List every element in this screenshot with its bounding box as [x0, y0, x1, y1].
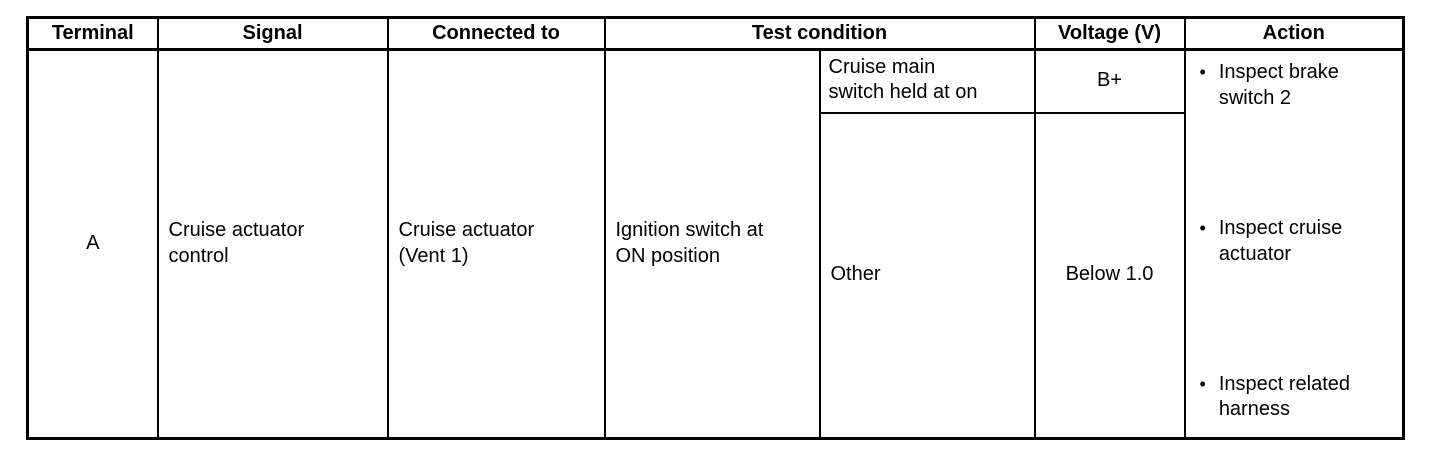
action-cell: • Inspect brake switch 2 • Inspect cruis…	[1183, 48, 1405, 440]
action-list-item: • Inspect related harness	[1200, 372, 1397, 423]
column-header-signal: Signal	[156, 16, 389, 51]
bullet-icon: •	[1199, 217, 1206, 238]
table-header-row: Terminal Signal Connected to Test condit…	[26, 16, 1405, 51]
bullet-icon: •	[1199, 62, 1206, 82]
column-header-connected-to: Connected to	[386, 16, 606, 51]
bullet-icon: •	[1199, 373, 1206, 394]
terminal-cell: A	[26, 48, 159, 440]
connected-to-cell: Cruise actuator (Vent 1)	[386, 48, 606, 440]
table-sub-row-2: Other Below 1.0	[28, 111, 1404, 440]
voltage-cell-2: Below 1.0	[1033, 111, 1186, 440]
action-list-item: • Inspect cruise actuator	[1200, 216, 1397, 267]
terminal-voltage-table: Terminal Signal Connected to Test condit…	[26, 16, 1405, 440]
signal-cell: Cruise actuator control	[156, 48, 389, 440]
action-item-label: Inspect related harness	[1218, 372, 1351, 421]
voltage-cell-1: B+	[1033, 48, 1186, 114]
test-condition-sub-cell-2: Other	[818, 111, 1036, 440]
table-sub-row-1: A Cruise actuator control Cruise actuato…	[26, 48, 1405, 440]
column-header-test-condition: Test condition	[603, 16, 1036, 51]
action-item-label: Inspect brake switch 2	[1218, 61, 1339, 109]
column-header-action: Action	[1183, 16, 1405, 51]
column-header-terminal: Terminal	[26, 16, 159, 51]
action-item-label: Inspect cruise actuator	[1218, 216, 1343, 265]
test-condition-sub-cell-1: Cruise main switch held at on	[818, 48, 1036, 114]
test-condition-common-cell: Ignition switch at ON position	[603, 48, 821, 440]
column-header-voltage: Voltage (V)	[1033, 16, 1186, 51]
action-list: • Inspect brake switch 2 • Inspect cruis…	[1186, 51, 1403, 436]
action-list-item: • Inspect brake switch 2	[1200, 60, 1397, 111]
